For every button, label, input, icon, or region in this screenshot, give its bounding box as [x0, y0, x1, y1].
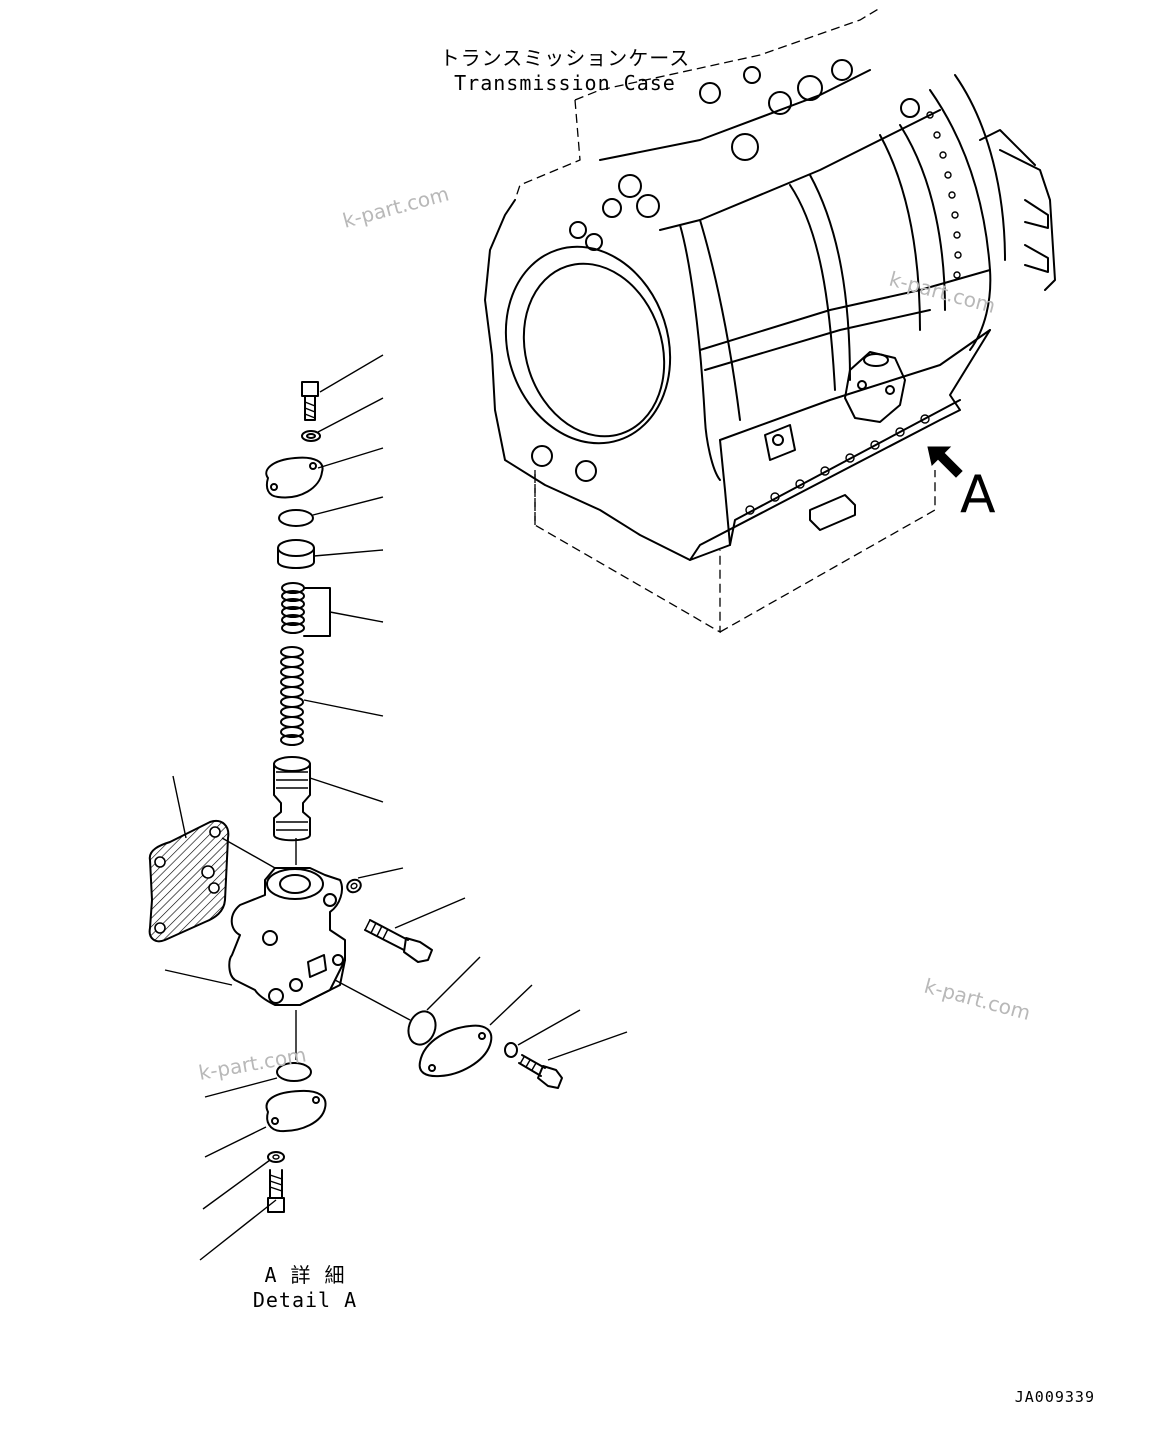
flange-holes: [926, 111, 962, 279]
valve-body: [228, 867, 346, 1006]
case-label-jp: トランスミッションケース: [440, 46, 691, 70]
side-cover: [418, 1024, 493, 1078]
side-bolt-2: [518, 1054, 563, 1089]
detail-label-en: Detail A: [253, 1288, 357, 1312]
spring-long: [280, 646, 304, 746]
o-ring-bottom: [276, 1062, 312, 1082]
cover-bottom: [265, 1089, 327, 1133]
side-o-ring: [407, 1010, 437, 1046]
watermark: k-part.com: [340, 181, 451, 232]
exploded-valve: [148, 381, 563, 1213]
watermark: k-part.com: [887, 267, 998, 318]
case-label-en: Transmission Case: [454, 71, 676, 95]
washer-bottom: [267, 1151, 285, 1163]
side-washer: [346, 878, 362, 894]
bolt-bottom: [267, 1169, 285, 1213]
view-arrow-a: [927, 446, 963, 478]
plug: [277, 539, 315, 569]
watermark: k-part.com: [922, 974, 1033, 1025]
o-ring-top: [278, 509, 314, 527]
view-letter: A: [960, 465, 996, 525]
side-small-washer: [504, 1042, 518, 1058]
detail-label-jp: A 詳 細: [264, 1263, 345, 1287]
bottom-rail-bolts: [745, 414, 930, 515]
transmission-case: [484, 7, 1056, 634]
washer-top: [301, 430, 321, 442]
side-bolt: [364, 919, 433, 963]
gasket: [148, 820, 230, 943]
installed-valve: [844, 351, 906, 423]
spring-small: [281, 582, 331, 637]
bolt-top: [301, 381, 319, 421]
cover-top: [265, 456, 324, 499]
spool: [273, 756, 311, 842]
drawing-code: JA009339: [1015, 1388, 1095, 1406]
leader-lines: [164, 354, 628, 1261]
watermark: k-part.com: [197, 1042, 308, 1085]
